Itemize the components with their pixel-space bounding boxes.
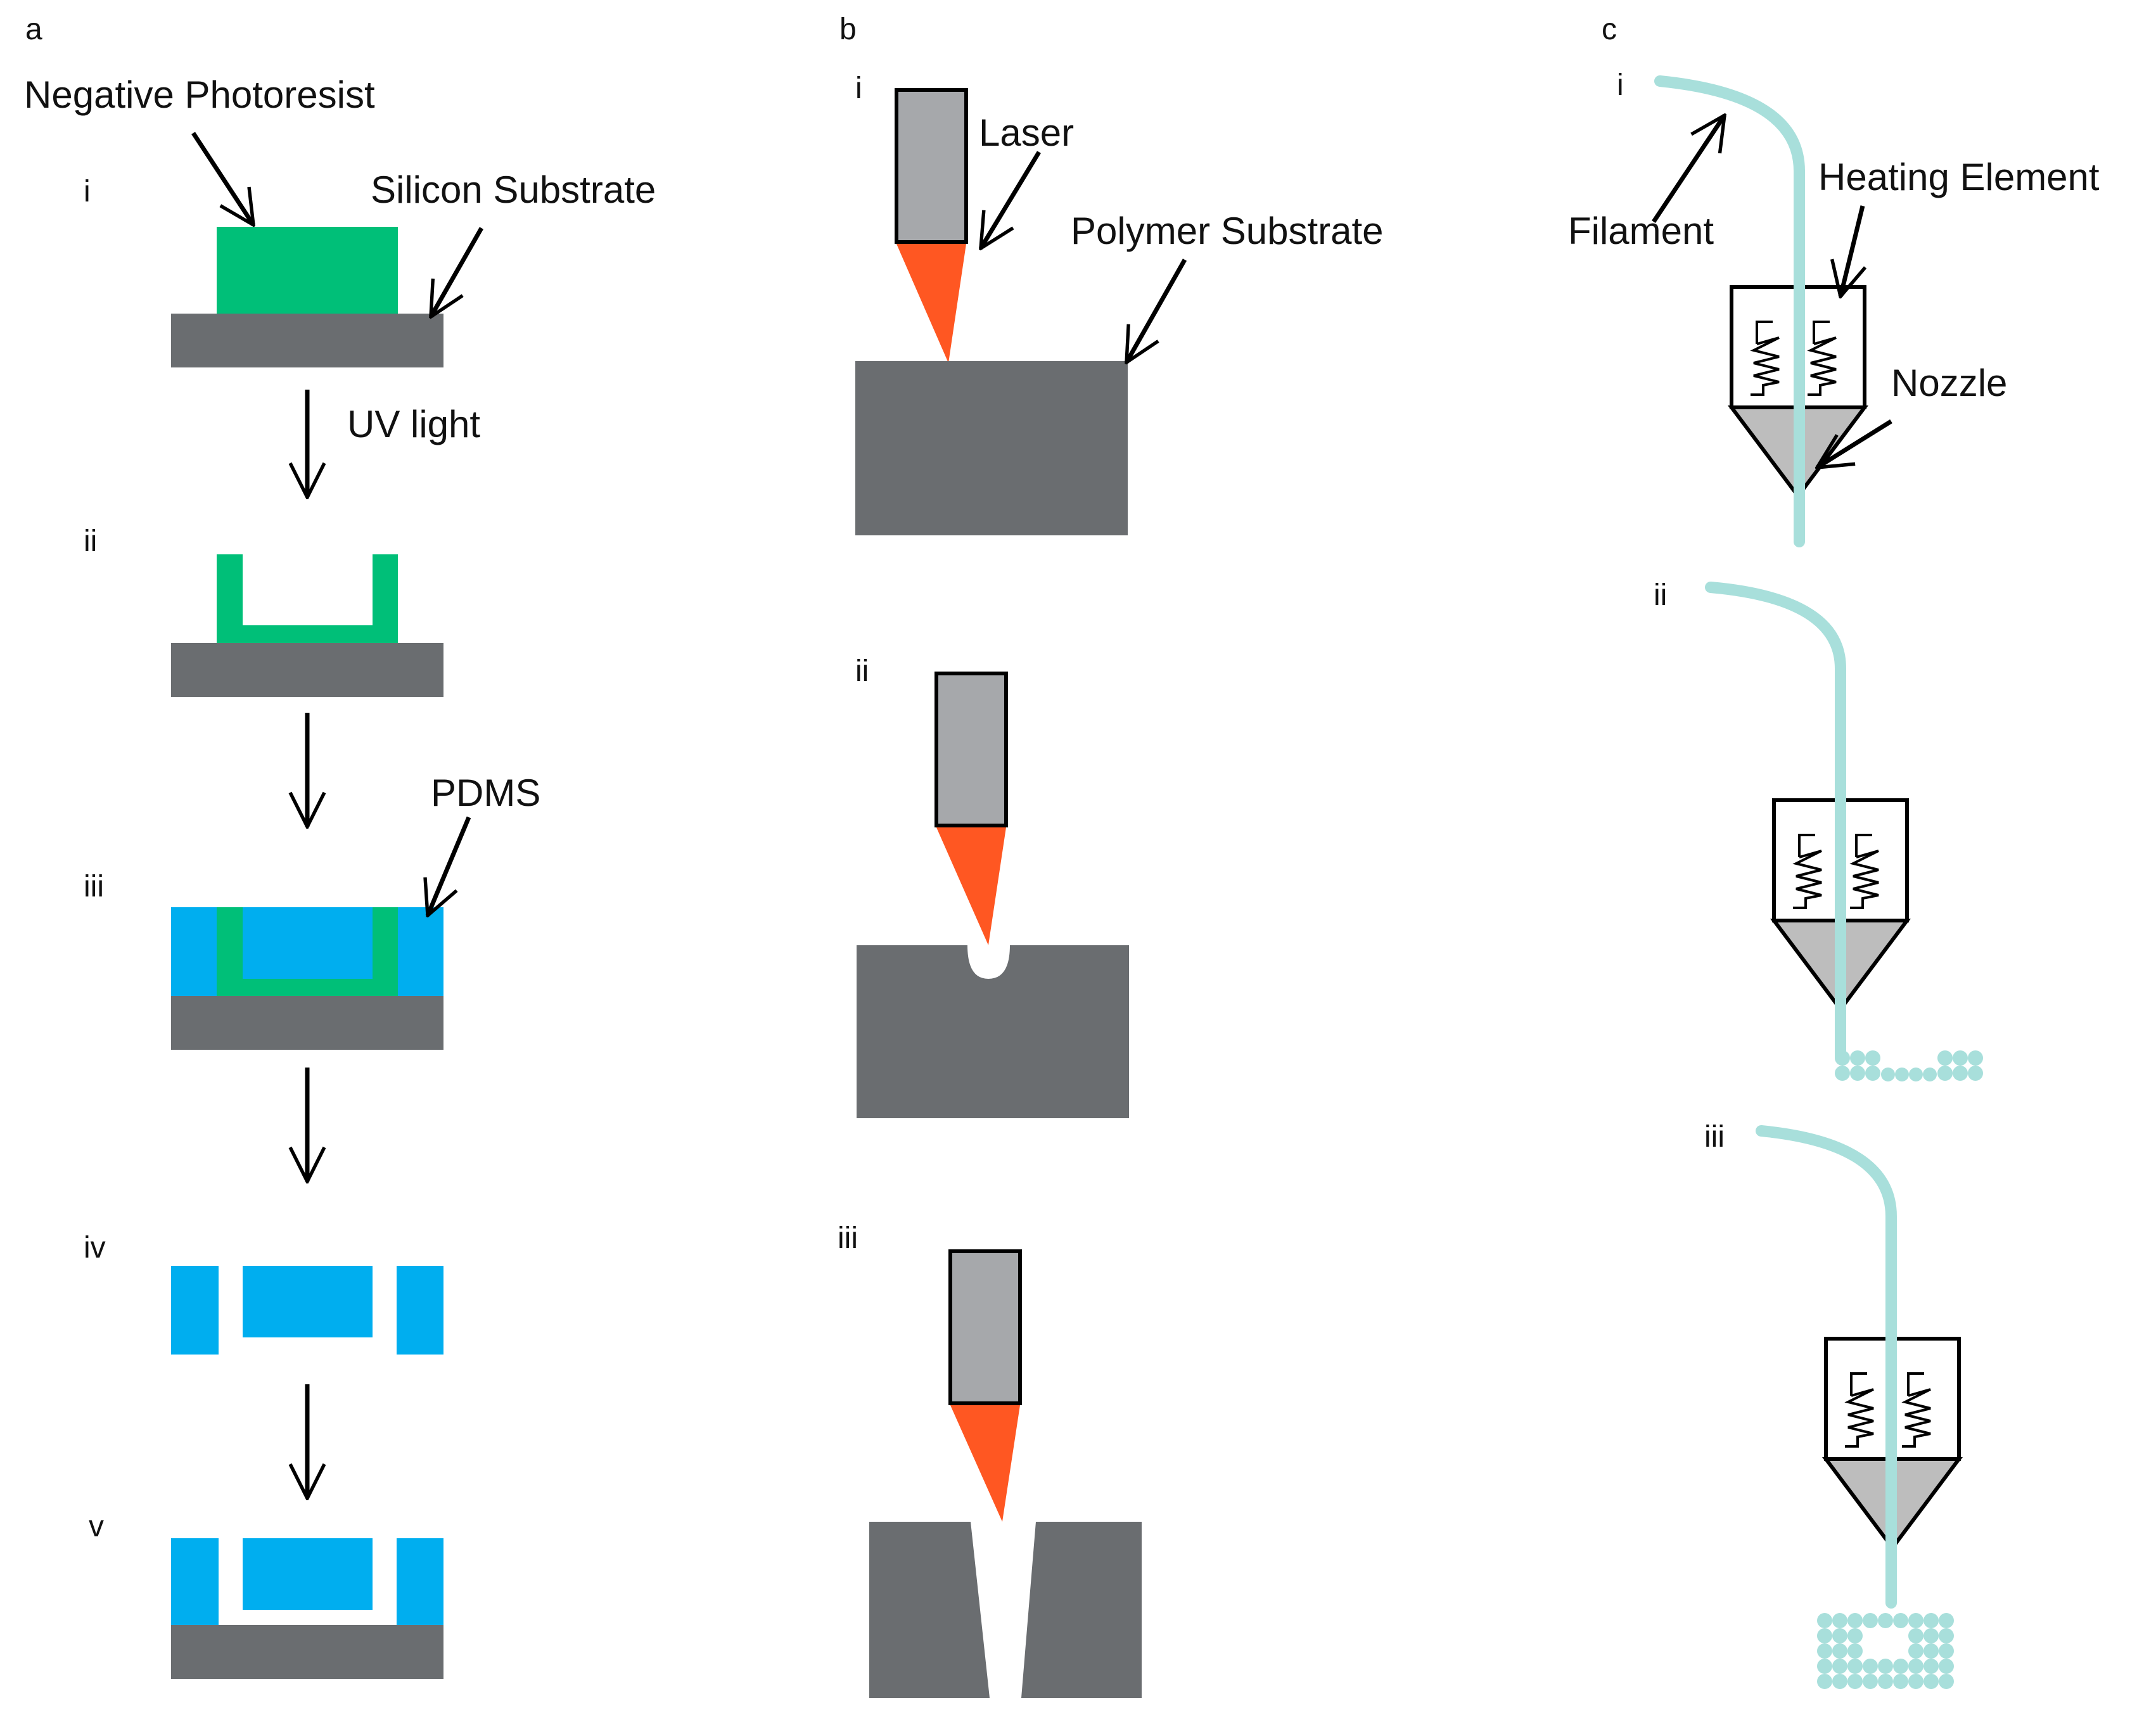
laser-head-i xyxy=(895,88,968,244)
panel-b-letter: b xyxy=(839,13,857,46)
laser-beam-ii xyxy=(936,827,1006,945)
laser-beam-iii xyxy=(950,1405,1020,1522)
step-a-ii: ii xyxy=(84,525,97,558)
laser-beam-i xyxy=(896,244,966,363)
step-b-ii: ii xyxy=(855,654,869,688)
laser-label: Laser xyxy=(979,112,1074,154)
filament-label: Filament xyxy=(1568,210,1714,252)
pdms-label: PDMS xyxy=(431,772,540,814)
polymer-substrate-arrow xyxy=(1124,258,1187,362)
panel-c-letter: c xyxy=(1602,13,1617,46)
step-b-i: i xyxy=(855,72,862,105)
photoresist-mold-ii xyxy=(217,554,398,643)
silicon-substrate xyxy=(171,314,443,367)
filament-iii xyxy=(1756,1125,1897,1609)
negative-photoresist-label: Negative Photoresist xyxy=(24,73,375,116)
filament-i xyxy=(1654,75,1805,547)
filament-arrow xyxy=(1652,115,1725,223)
printed-layer-iii xyxy=(1817,1613,1954,1689)
polymer-substrate-ii xyxy=(857,945,1129,1118)
filament-ii xyxy=(1705,582,1846,1064)
photoresist-arrow xyxy=(191,132,253,225)
step-a-iii: iii xyxy=(84,870,104,903)
step-c-ii: ii xyxy=(1654,578,1667,612)
step-c-iii: iii xyxy=(1704,1120,1725,1154)
laser-head-ii xyxy=(934,672,1008,827)
laser-arrow xyxy=(981,151,1041,248)
step-b-iii: iii xyxy=(838,1221,858,1255)
pdms-piece-right-v xyxy=(397,1538,443,1625)
nozzle-arrow xyxy=(1817,419,1892,468)
pdms-arrow xyxy=(428,816,471,915)
silicon-substrate-iii xyxy=(171,996,443,1050)
panel-b: b Laser Polymer Substrate i ii iii xyxy=(838,13,1384,1698)
polymer-substrate-left-iii xyxy=(869,1522,990,1698)
silicon-substrate-ii xyxy=(171,643,443,697)
heating-element-label: Heating Element xyxy=(1818,156,2100,198)
pdms-fill-iii xyxy=(243,907,373,979)
silicon-substrate-v xyxy=(171,1625,443,1679)
heating-element-arrow xyxy=(1840,205,1863,296)
pdms-piece-right-iv xyxy=(397,1266,443,1355)
panel-c: c Filament Heating Element Nozzle i ii i… xyxy=(1568,13,2100,1689)
polymer-substrate-i xyxy=(855,361,1128,535)
pdms-piece-center-iv xyxy=(243,1266,373,1337)
substrate-arrow xyxy=(428,227,484,317)
pdms-piece-left-v xyxy=(171,1538,219,1625)
pdms-piece-center-v xyxy=(243,1538,373,1610)
polymer-substrate-label: Polymer Substrate xyxy=(1071,210,1384,252)
panel-a: a Negative Photoresist Silicon Substrate… xyxy=(24,13,656,1679)
photoresist-block xyxy=(217,227,398,314)
polymer-substrate-right-iii xyxy=(1021,1522,1142,1698)
printed-layer-ii xyxy=(1835,1050,1983,1081)
step-a-v: v xyxy=(89,1510,104,1543)
step-a-i: i xyxy=(84,175,91,208)
panel-a-letter: a xyxy=(25,13,42,46)
uv-light-label: UV light xyxy=(347,403,480,445)
laser-head-iii xyxy=(948,1249,1022,1405)
step-a-iv: iv xyxy=(84,1231,106,1265)
nozzle-label: Nozzle xyxy=(1891,362,2007,404)
step-c-i: i xyxy=(1617,68,1624,102)
pdms-piece-left-iv xyxy=(171,1266,219,1355)
photoresist-mold-iii xyxy=(217,907,398,996)
silicon-substrate-label: Silicon Substrate xyxy=(371,169,656,211)
